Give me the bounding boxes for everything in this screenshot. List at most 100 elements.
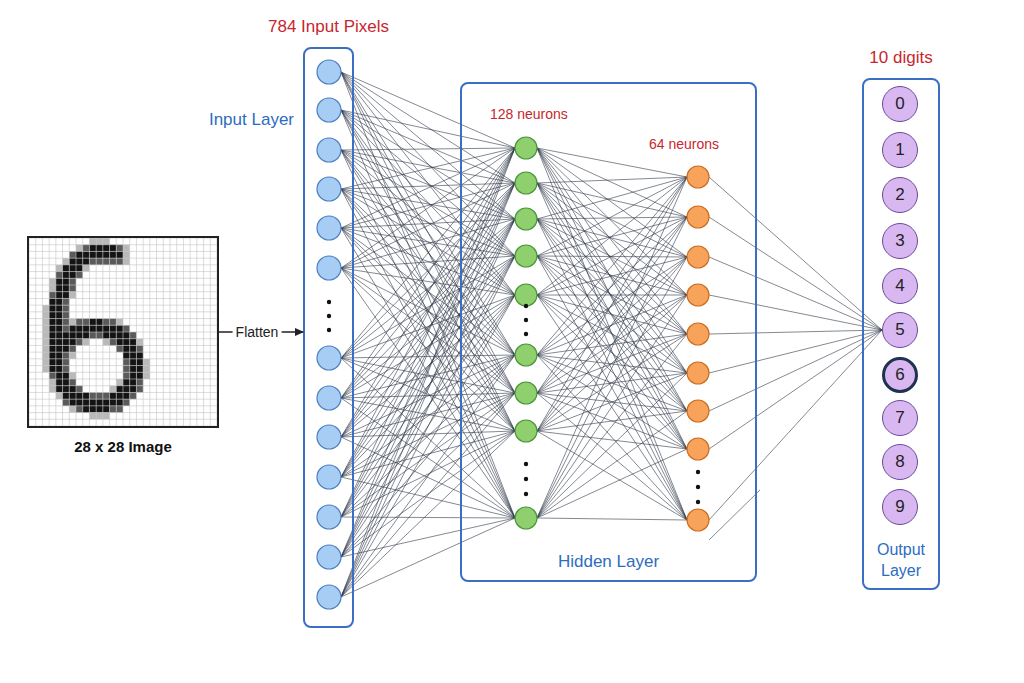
layer-name: Output Layer — [864, 540, 938, 582]
weight-line — [537, 257, 687, 355]
pixel — [63, 285, 70, 292]
input-neuron — [317, 346, 341, 370]
input-neuron — [317, 386, 341, 410]
weight-line — [537, 217, 687, 256]
layer-size-label: 10 digits — [824, 47, 978, 68]
pixel — [69, 392, 76, 399]
pixel — [96, 392, 103, 399]
weight-line — [537, 148, 687, 177]
pixel — [123, 392, 130, 399]
weight-line — [537, 177, 687, 518]
weight-line — [537, 256, 687, 373]
pixel — [56, 386, 63, 393]
pixel — [130, 366, 137, 373]
weight-line — [537, 373, 687, 431]
pixel — [42, 359, 49, 366]
weight-line — [537, 148, 687, 373]
digit-neuron: 8 — [882, 444, 918, 480]
weight-line — [341, 219, 515, 268]
pixel — [116, 325, 123, 332]
layer-name: Hidden Layer — [462, 551, 755, 572]
weight-line — [341, 110, 515, 295]
weight-line — [341, 148, 515, 189]
weight-line — [341, 148, 515, 477]
weight-line — [341, 148, 515, 358]
pixel — [63, 292, 70, 299]
pixel — [130, 392, 137, 399]
input-neuron — [317, 545, 341, 569]
weight-line — [709, 177, 882, 330]
pixel — [89, 325, 96, 332]
pixel — [56, 366, 63, 373]
pixel — [69, 386, 76, 393]
pixel — [143, 372, 150, 379]
ellipsis-dot — [524, 477, 528, 481]
weight-line — [341, 393, 515, 597]
pixel — [49, 305, 56, 312]
pixel — [63, 366, 70, 373]
hidden-neuron — [515, 420, 537, 442]
pixel — [110, 258, 117, 265]
pixel — [49, 319, 56, 326]
pixel — [110, 399, 117, 406]
pixel — [123, 399, 130, 406]
pixel — [49, 292, 56, 299]
pixel — [96, 245, 103, 252]
hidden-neuron — [687, 362, 709, 384]
weight-line — [709, 330, 882, 520]
pixel — [56, 359, 63, 366]
pixel — [116, 345, 123, 352]
pixel — [76, 386, 83, 393]
grid-line — [156, 238, 157, 426]
weight-line — [341, 219, 515, 597]
pixel — [63, 305, 70, 312]
weight-line — [341, 183, 515, 597]
pixel — [130, 379, 137, 386]
weight-line — [709, 330, 882, 334]
weight-line — [537, 183, 687, 411]
pixel — [63, 359, 70, 366]
pixel — [63, 272, 70, 279]
pixel — [69, 379, 76, 386]
weight-line — [709, 217, 882, 330]
pixel — [69, 345, 76, 352]
hidden-neuron — [687, 166, 709, 188]
digit-label: 0 — [895, 93, 904, 114]
ellipsis-dot — [696, 485, 700, 489]
pixel — [49, 325, 56, 332]
pixel — [123, 258, 130, 265]
pixel — [63, 325, 70, 332]
pixel — [42, 325, 49, 332]
pixel — [42, 312, 49, 319]
weight-line — [537, 295, 687, 296]
layer-size-label: 128 neurons — [490, 106, 568, 124]
pixel — [56, 392, 63, 399]
weight-line — [341, 148, 515, 517]
pixel — [69, 325, 76, 332]
grid-line — [29, 372, 217, 373]
edge-label: Flatten — [233, 324, 282, 340]
pixel — [96, 238, 103, 245]
pixel — [76, 325, 83, 332]
pixel — [123, 352, 130, 359]
pixel — [83, 258, 90, 265]
pixel — [42, 345, 49, 352]
weight-line — [341, 228, 515, 295]
pixel-grid — [29, 238, 217, 426]
output-layer-box: 10 digitsOutput Layer0123456789 — [862, 78, 940, 590]
pixel — [89, 258, 96, 265]
weight-line — [709, 490, 760, 540]
grid-line — [136, 238, 137, 426]
grid-line — [29, 365, 217, 366]
pixel — [116, 399, 123, 406]
pixel — [110, 332, 117, 339]
pixel — [116, 406, 123, 413]
pixel — [56, 372, 63, 379]
pixel — [63, 392, 70, 399]
hidden-neuron — [687, 323, 709, 345]
pixel — [63, 345, 70, 352]
pixel — [116, 339, 123, 346]
weight-line — [341, 148, 515, 557]
hidden-neuron — [687, 246, 709, 268]
pixel — [123, 251, 130, 258]
